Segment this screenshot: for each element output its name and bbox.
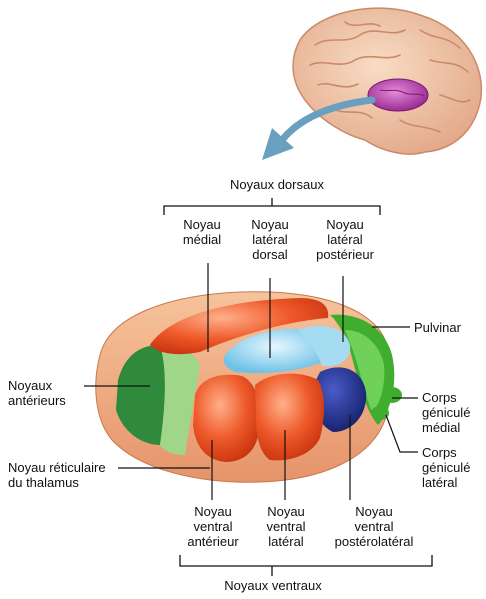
label-mg-line1: Corps (422, 390, 470, 405)
label-anterior-line2: antérieurs (8, 393, 66, 408)
label-vl-line2: ventral (256, 519, 316, 534)
label-va-line1: Noyau (178, 504, 248, 519)
thalamus-highlight (368, 79, 428, 111)
label-reticular-line1: Noyau réticulaire (8, 460, 106, 475)
label-reticular-line2: du thalamus (8, 475, 106, 490)
label-lg-line1: Corps (422, 445, 470, 460)
dorsal-bracket (164, 198, 380, 215)
label-medial-line1: Noyau (172, 217, 232, 232)
label-ventral-posterolateral: Noyau ventral postérolatéral (318, 504, 430, 549)
label-vpl-line1: Noyau (318, 504, 430, 519)
label-lateral-posterior: Noyau latéral postérieur (302, 217, 388, 262)
label-medial-geniculate: Corps géniculé médial (422, 390, 470, 435)
label-ventral-lateral: Noyau ventral latéral (256, 504, 316, 549)
label-dorsal-nuclei: Noyaux dorsaux (212, 177, 342, 192)
label-reticular-nucleus: Noyau réticulaire du thalamus (8, 460, 106, 490)
label-lateral-geniculate: Corps géniculé latéral (422, 445, 470, 490)
label-ventral-anterior: Noyau ventral antérieur (178, 504, 248, 549)
label-mg-line3: médial (422, 420, 470, 435)
brain-illustration (293, 8, 481, 154)
label-medial-line2: médial (172, 232, 232, 247)
label-ventral-nuclei: Noyaux ventraux (208, 578, 338, 593)
label-ld-line3: dorsal (238, 247, 302, 262)
thalamus-model (96, 292, 402, 482)
label-lp-line1: Noyau (302, 217, 388, 232)
ventral-bracket (180, 555, 432, 576)
label-vl-line3: latéral (256, 534, 316, 549)
label-lateral-dorsal: Noyau latéral dorsal (238, 217, 302, 262)
label-mg-line2: géniculé (422, 405, 470, 420)
label-lg-line3: latéral (422, 475, 470, 490)
label-anterior-line1: Noyaux (8, 378, 66, 393)
label-va-line3: antérieur (178, 534, 248, 549)
label-vl-line1: Noyau (256, 504, 316, 519)
label-medial-nucleus: Noyau médial (172, 217, 232, 247)
label-lg-line2: géniculé (422, 460, 470, 475)
label-anterior-nuclei: Noyaux antérieurs (8, 378, 66, 408)
label-pulvinar: Pulvinar (414, 320, 461, 335)
label-ld-line1: Noyau (238, 217, 302, 232)
label-lp-line2: latéral (302, 232, 388, 247)
label-ld-line2: latéral (238, 232, 302, 247)
label-va-line2: ventral (178, 519, 248, 534)
label-lp-line3: postérieur (302, 247, 388, 262)
label-vpl-line3: postérolatéral (318, 534, 430, 549)
label-vpl-line2: ventral (318, 519, 430, 534)
